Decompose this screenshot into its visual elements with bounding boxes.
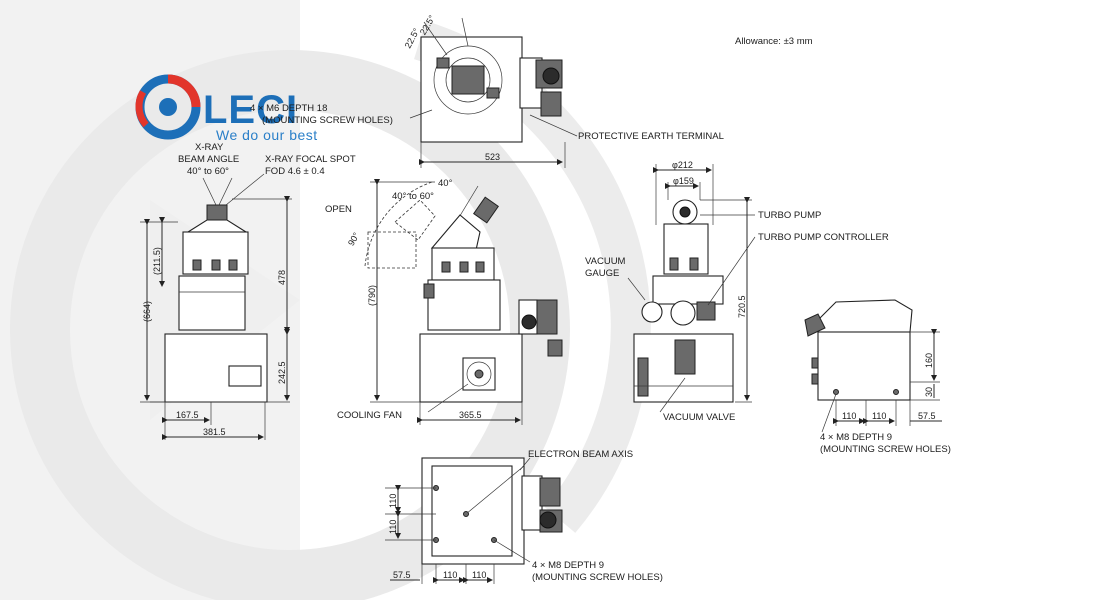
leci-logo: LECI We do our best [135, 74, 318, 143]
side-angle40-label: 40° [438, 178, 453, 189]
base-30-dim: 30 [924, 387, 934, 397]
bottom-v110a-dim: 110 [388, 494, 398, 508]
side-range-label: 40° to 60° [392, 191, 434, 202]
focal-spot-label: X-RAY FOCAL SPOT [265, 154, 356, 165]
side-view: OPEN 40° 40° to 60° 90° (790) COOLING FA… [325, 178, 563, 425]
rear-view: φ212 φ159 VACUUM GAUGE TURBO PUMP TURBO … [585, 160, 889, 423]
xray-label-2: BEAM ANGLE [178, 154, 239, 165]
open-label: OPEN [325, 204, 352, 215]
allowance-note: Allowance: ±3 mm [735, 36, 813, 47]
rear-d159-dim: φ159 [673, 176, 694, 186]
base-note-1: 4 × M8 DEPTH 9 [820, 432, 892, 443]
front-664-dim: (664) [142, 301, 152, 322]
bottom-view: ELECTRON BEAM AXIS 110 110 57.5 110 110 … [385, 449, 663, 584]
front-167-dim: 167.5 [176, 410, 199, 420]
front-view: X-RAY BEAM ANGLE 40° to 60° X-RAY FOCAL … [140, 142, 356, 440]
focal-fod-label: FOD 4.6 ± 0.4 [265, 166, 325, 177]
top-view: 523 22.5° 22.5° 4 × M6 DEPTH 18 (MOUNTIN… [250, 13, 724, 168]
vacuum-valve-label: VACUUM VALVE [663, 412, 735, 423]
rear-720-dim: 720.5 [737, 295, 747, 318]
bottom-note-1: 4 × M8 DEPTH 9 [532, 560, 604, 571]
side-365-dim: 365.5 [459, 410, 482, 420]
xray-label-1: X-RAY [195, 142, 224, 153]
vacuum-gauge-label-2: GAUGE [585, 268, 619, 279]
logo-swirl-icon [135, 74, 201, 140]
earth-terminal-label: PROTECTIVE EARTH TERMINAL [578, 131, 724, 142]
base-160-dim: 160 [924, 353, 934, 368]
front-211-dim: (211.5) [152, 247, 162, 275]
rear-d212-dim: φ212 [672, 160, 693, 170]
bottom-110a-dim: 110 [443, 570, 457, 580]
electron-axis-label: ELECTRON BEAM AXIS [528, 449, 633, 460]
top-mount-note-1: 4 × M6 DEPTH 18 [250, 103, 327, 114]
base-note-2: (MOUNTING SCREW HOLES) [820, 444, 951, 455]
base-57-dim: 57.5 [918, 411, 936, 421]
bottom-note-2: (MOUNTING SCREW HOLES) [532, 572, 663, 583]
front-478-dim: 478 [277, 270, 287, 285]
logo-slogan: We do our best [216, 127, 318, 143]
bottom-v110b-dim: 110 [388, 520, 398, 534]
front-381-dim: 381.5 [203, 427, 226, 437]
cooling-fan-label: COOLING FAN [337, 410, 402, 421]
base-view: 160 30 110 110 57.5 4 × M8 DEPTH 9 (MOUN… [804, 299, 951, 455]
base-110a-dim: 110 [842, 411, 856, 421]
turbo-pump-label: TURBO PUMP [758, 210, 821, 221]
turbo-controller-label: TURBO PUMP CONTROLLER [758, 232, 889, 243]
front-242-dim: 242.5 [277, 361, 287, 384]
beam-range-label: 40° to 60° [187, 166, 229, 177]
vacuum-gauge-label-1: VACUUM [585, 256, 626, 267]
logo-name: LECI [203, 88, 298, 132]
top-width-dim: 523 [485, 152, 500, 162]
top-mount-note-2: (MOUNTING SCREW HOLES) [262, 115, 393, 126]
bottom-57-dim: 57.5 [393, 570, 411, 580]
side-790-dim: (790) [367, 285, 377, 306]
bottom-110b-dim: 110 [472, 570, 486, 580]
base-110b-dim: 110 [872, 411, 886, 421]
side-angle90-label: 90° [346, 230, 362, 247]
